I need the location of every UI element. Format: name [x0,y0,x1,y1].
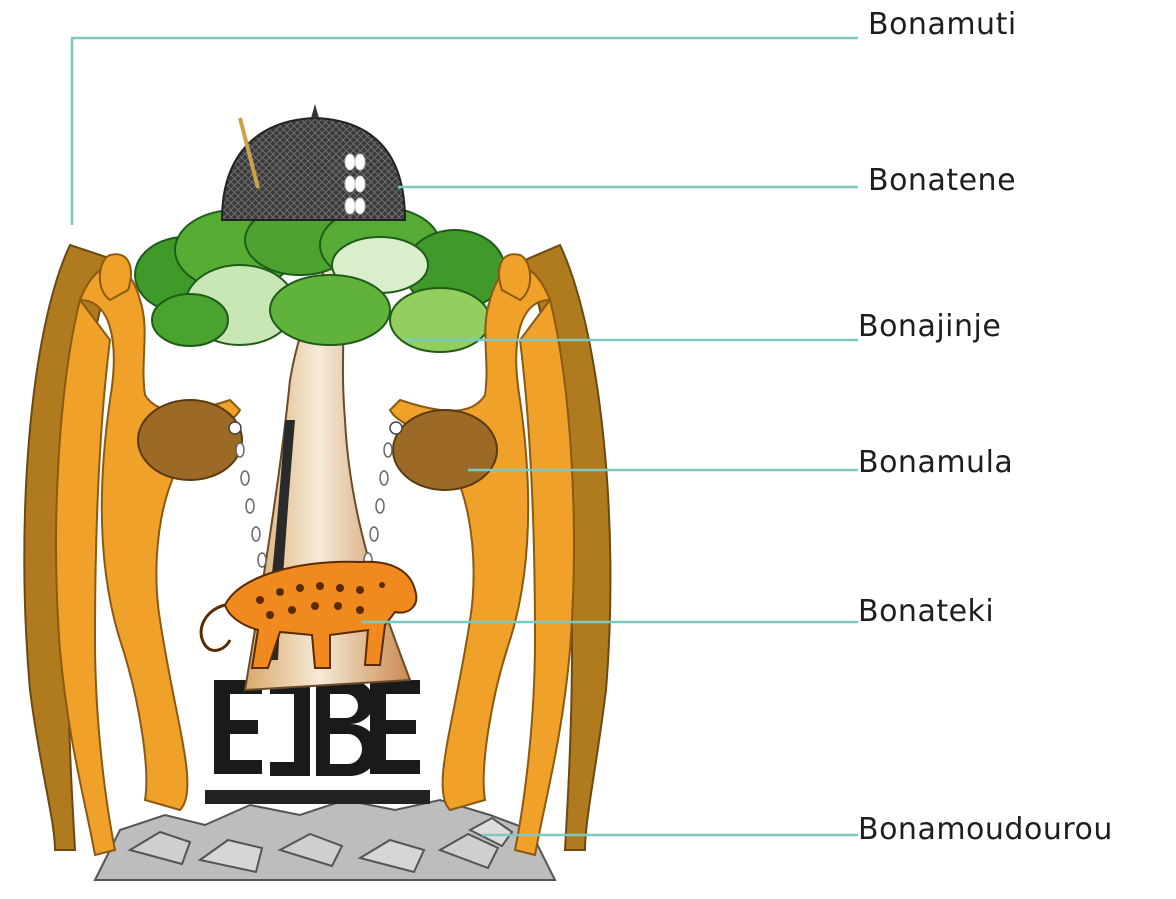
label-bonamuti: Bonamuti [868,10,1017,40]
tree-canopy [135,205,505,352]
label-bonamula: Bonamula [858,448,1013,478]
label-bonajinje: Bonajinje [858,312,1001,342]
label-bonamoudourou: Bonamoudourou [858,815,1113,845]
ebe-letters [205,678,430,804]
leader-line-bonamuti [72,38,858,225]
hat [222,104,405,220]
stones-base [95,800,555,880]
label-bonateki: Bonateki [858,597,994,627]
label-bonatene: Bonatene [868,166,1016,196]
